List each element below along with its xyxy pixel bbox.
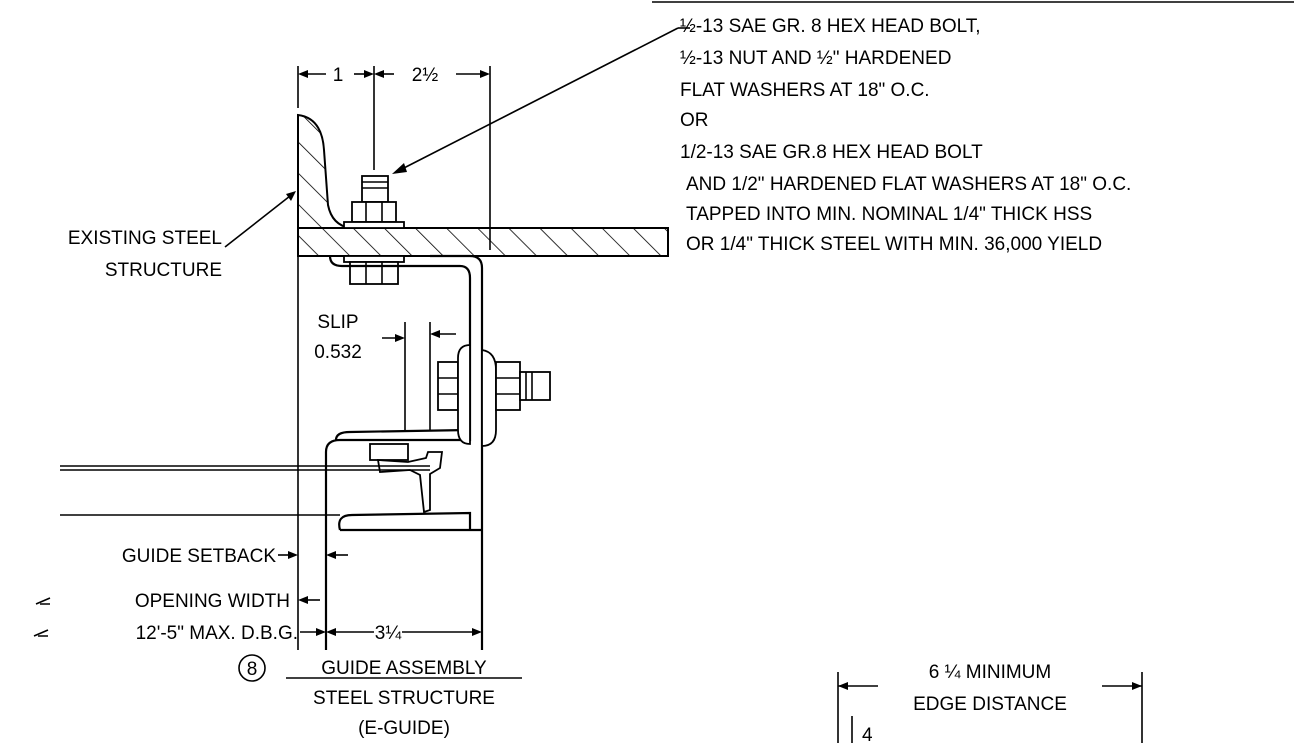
title-line-1: GUIDE ASSEMBLY	[321, 658, 487, 679]
max-dbg-label: 12'-5" MAX. D.B.G.	[136, 623, 298, 644]
dim-2-half: 2½	[412, 65, 439, 86]
note-line-3: FLAT WASHERS AT 18" O.C.	[680, 80, 930, 101]
title-line-2: STEEL STRUCTURE	[313, 688, 495, 709]
dim-3-quarter: 3¼	[375, 623, 403, 644]
opening-width-label: OPENING WIDTH	[135, 591, 290, 612]
note-line-6: AND 1/2" HARDENED FLAT WASHERS AT 18" O.…	[686, 174, 1131, 195]
bolt-leader	[399, 27, 679, 171]
slip-label: SLIP	[317, 312, 358, 333]
edge-distance-line-2: EDGE DISTANCE	[913, 694, 1067, 715]
detail-number: 8	[247, 659, 258, 680]
guide-channel-upper	[334, 428, 469, 441]
existing-steel-vertical-leg	[297, 113, 351, 229]
bolt-note: ½-13 SAE GR. 8 HEX HEAD BOLT, ½-13 NUT A…	[680, 16, 1131, 255]
e-guide-angle	[324, 255, 472, 650]
guide-setback-label: GUIDE SETBACK	[122, 546, 276, 567]
existing-steel-label-1: EXISTING STEEL	[68, 228, 222, 249]
existing-steel-plate	[297, 227, 669, 257]
hex-nut-top	[351, 201, 397, 223]
guide-roller	[369, 443, 409, 461]
washer-top	[343, 221, 405, 229]
detail-number-circle	[238, 654, 266, 682]
existing-steel-leader	[224, 195, 291, 248]
note-line-8: OR 1/4" THICK STEEL WITH MIN. 36,000 YIE…	[686, 234, 1102, 255]
note-line-7: TAPPED INTO MIN. NOMINAL 1/4" THICK HSS	[686, 204, 1092, 225]
bolt-leader-arrow	[392, 163, 407, 174]
edge-distance-line-1: 6 ¼ MINIMUM	[929, 662, 1051, 683]
existing-steel-label-2: STRUCTURE	[105, 260, 222, 281]
guide-channel-lower	[338, 511, 472, 531]
e-guide-outer	[430, 254, 484, 650]
edge-mark: 4	[862, 725, 873, 743]
side-washer-left	[457, 344, 471, 445]
side-nut-right	[495, 361, 521, 411]
bolt-shank-top	[361, 175, 389, 203]
guide-clip	[376, 451, 444, 514]
note-line-2: ½-13 NUT AND ½" HARDENED	[680, 48, 951, 69]
note-line-5: 1/2-13 SAE GR.8 HEX HEAD BOLT	[680, 142, 983, 163]
side-washer	[481, 348, 497, 447]
side-nut-left	[437, 361, 459, 411]
side-bolt-shank	[519, 371, 551, 401]
dim-1: 1	[333, 65, 344, 86]
hex-nut-bottom	[349, 261, 399, 285]
note-line-4: OR	[680, 110, 709, 131]
title-line-3: (E-GUIDE)	[358, 718, 450, 739]
slip-value: 0.532	[314, 342, 362, 363]
note-line-1: ½-13 SAE GR. 8 HEX HEAD BOLT,	[680, 16, 981, 37]
